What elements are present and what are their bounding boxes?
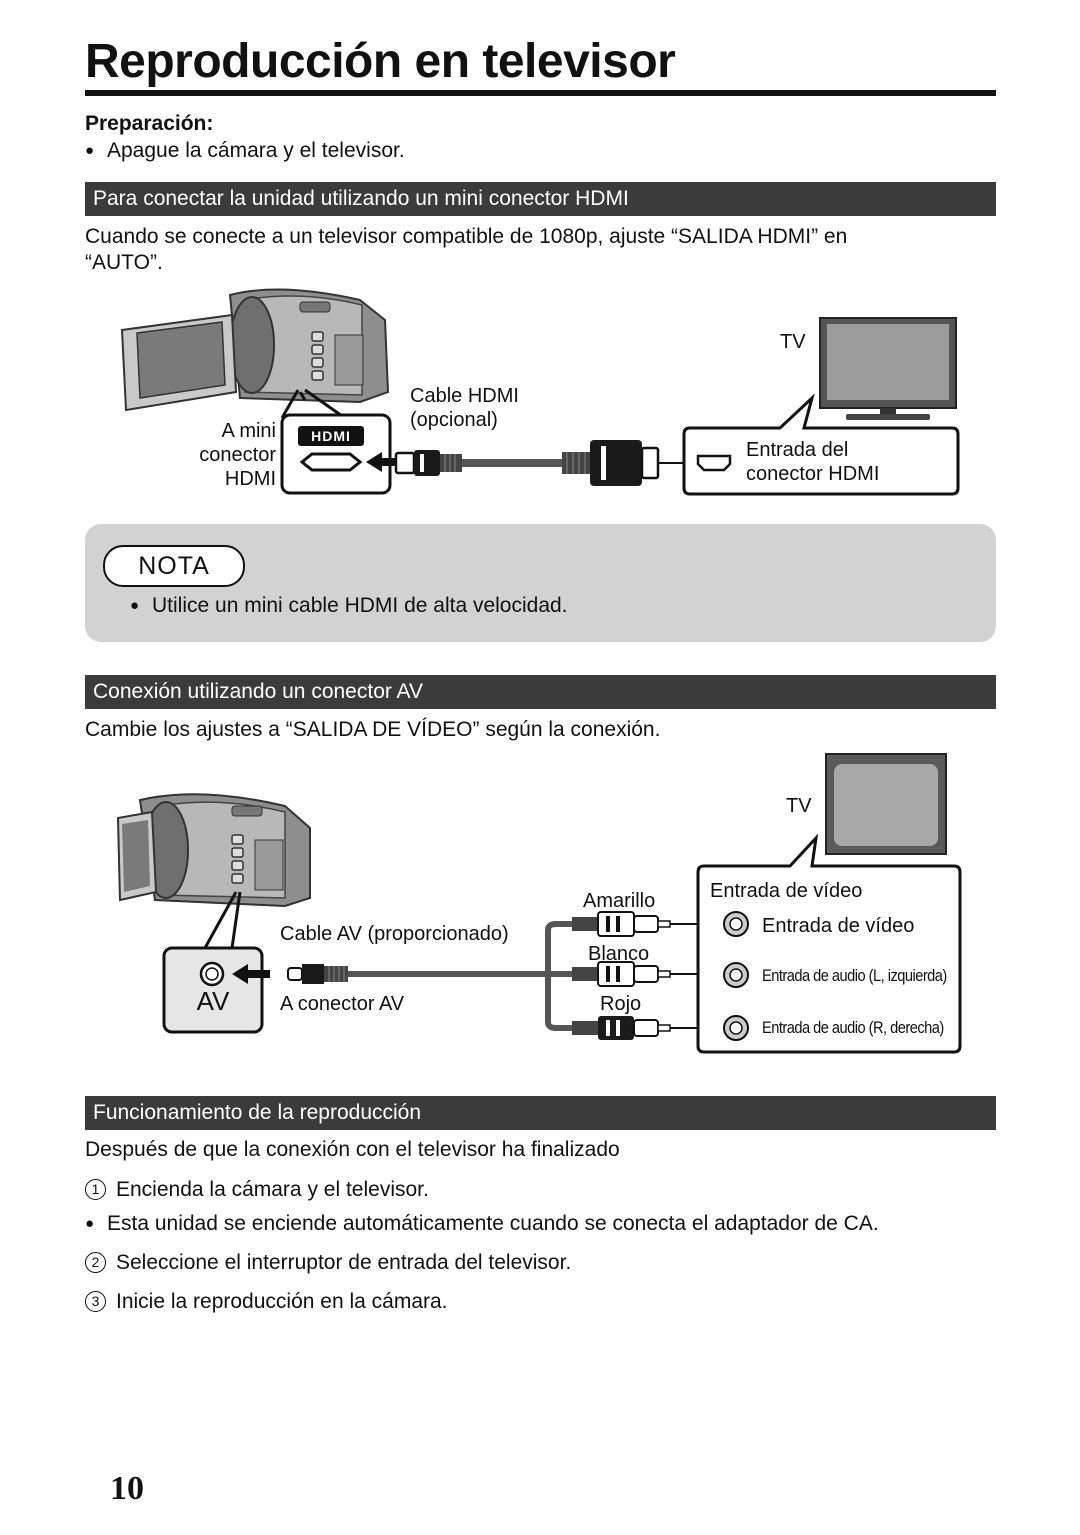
playback-step-3: 3 Inicie la reproducción en la cámara. — [85, 1289, 448, 1314]
av-tv-label: TV — [786, 795, 812, 817]
plug-yellow-label: Amarillo — [583, 890, 656, 912]
playback-step-1: 1 Encienda la cámara y el televisor. — [85, 1177, 429, 1202]
hdmi-cable-label-line1: Cable HDMI — [410, 385, 519, 407]
tv-hdmi-input-line2: conector HDMI — [746, 463, 880, 485]
tv-hdmi-input-line1: Entrada del — [746, 439, 849, 461]
note-bullet: Utilice un mini cable HDMI de alta veloc… — [130, 593, 568, 618]
preparation-label: Preparación: — [85, 112, 214, 135]
av-section-heading: Conexión utilizando un conector AV — [85, 675, 996, 709]
title-rule — [85, 90, 996, 96]
audio-r-input-label: Entrada de audio (R, derecha) — [762, 1018, 944, 1037]
step-text: Seleccione el interruptor de entrada del… — [116, 1251, 572, 1274]
audio-r-jack-icon — [723, 1015, 749, 1041]
video-input-label: Entrada de vídeo — [762, 915, 915, 937]
camcorder-illustration — [120, 288, 390, 412]
hdmi-logo: HDMI — [298, 426, 364, 446]
rca-plug-yellow — [572, 911, 671, 937]
note-label: NOTA — [103, 545, 245, 587]
plug-red-label: Rojo — [600, 993, 642, 1015]
audio-l-jack-icon — [723, 962, 749, 988]
step-text: Inicie la reproducción en la cámara. — [116, 1290, 448, 1313]
playback-bullet: Esta unidad se enciende automáticamente … — [85, 1211, 879, 1236]
av-cable-label: Cable AV (proporcionado) — [280, 923, 509, 945]
flat-tv-illustration — [819, 317, 957, 420]
video-jack-icon — [723, 911, 749, 937]
av-intro: Cambie los ajustes a “SALIDA DE VÍDEO” s… — [85, 718, 661, 741]
av-camera-port-label: A conector AV — [280, 993, 405, 1015]
step-number: 1 — [85, 1179, 106, 1200]
playback-section-heading: Funcionamiento de la reproducción — [85, 1096, 996, 1130]
camcorder-av-illustration — [116, 793, 311, 908]
playback-step-2: 2 Seleccione el interruptor de entrada de… — [85, 1250, 571, 1275]
hdmi-intro-line2: “AUTO”. — [85, 251, 163, 274]
av-port-text: AV — [196, 986, 230, 1016]
tv-hdmi-input-callout — [682, 393, 960, 496]
hdmi-intro-line1: Cuando se conecte a un televisor compati… — [85, 225, 848, 248]
camera-port-label-line2: conector — [199, 444, 276, 466]
step-number: 2 — [85, 1252, 106, 1273]
mini-hdmi-port-icon — [299, 452, 363, 472]
step-number: 3 — [85, 1291, 106, 1312]
plug-white-label: Blanco — [588, 943, 650, 965]
playback-intro: Después de que la conexión con el televi… — [85, 1138, 620, 1161]
tv-panel-title: Entrada de vídeo — [710, 880, 863, 902]
audio-l-input-label: Entrada de audio (L, izquierda) — [762, 966, 947, 985]
camera-port-label-line1: A mini — [221, 420, 276, 442]
tv-av-inputs-callout — [696, 833, 962, 1054]
crt-tv-illustration — [825, 753, 947, 855]
hdmi-cable-label-line2: (opcional) — [410, 409, 498, 431]
preparation-bullet: Apague la cámara y el televisor. — [85, 138, 405, 163]
hdmi-input-port-icon — [696, 454, 732, 472]
av-port-callout — [162, 946, 264, 1034]
page-number: 10 — [110, 1470, 144, 1507]
step-text: Encienda la cámara y el televisor. — [116, 1178, 429, 1201]
rca-plug-red — [572, 1016, 671, 1040]
hdmi-section-heading: Para conectar la unidad utilizando un mi… — [85, 182, 996, 216]
camera-port-label-line3: HDMI — [224, 468, 276, 490]
tv-label: TV — [780, 331, 806, 353]
page-title: Reproducción en televisor — [85, 35, 676, 88]
rca-plug-white — [572, 961, 671, 987]
